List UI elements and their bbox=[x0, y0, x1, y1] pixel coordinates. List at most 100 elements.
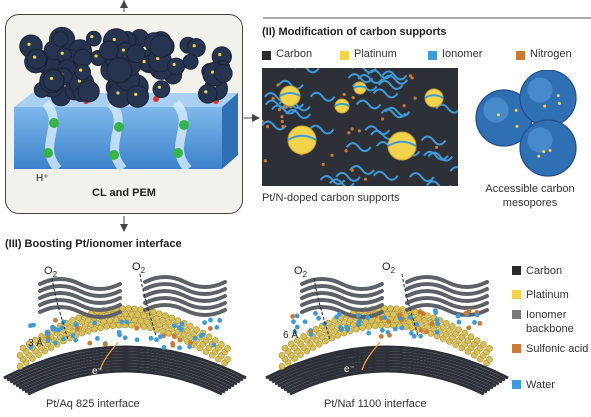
cl-carbon-sphere bbox=[52, 31, 69, 48]
right-water-or-sulfonic bbox=[409, 330, 414, 336]
left-pt-atom bbox=[162, 323, 169, 330]
left-water-or-sulfonic bbox=[92, 320, 97, 326]
left-pt-atom bbox=[218, 341, 225, 348]
left-water-or-sulfonic bbox=[61, 319, 67, 325]
right-water-or-sulfonic bbox=[337, 311, 342, 317]
left-pt-atom bbox=[193, 326, 200, 333]
section2-legend: Carbon Platinum Ionomer Nitrogen bbox=[262, 48, 591, 64]
nitrogen-dot bbox=[347, 131, 351, 135]
legend2-label-1: Platinum bbox=[354, 48, 397, 60]
right-ionomer-backbone-1 bbox=[405, 275, 489, 289]
left-carbon-layer bbox=[15, 357, 235, 388]
ionomer-strand bbox=[335, 171, 361, 182]
right-water-or-sulfonic bbox=[387, 332, 392, 338]
section3-caption-left: Pt/Aq 825 interface bbox=[46, 398, 140, 410]
left-pt-atom bbox=[168, 314, 176, 322]
right-pt-atom bbox=[353, 325, 360, 333]
right-water-or-sulfonic bbox=[366, 330, 372, 336]
cl-pt-dot bbox=[211, 70, 215, 74]
electron-label-left: e⁻ bbox=[92, 366, 103, 377]
left-pt-atom bbox=[16, 352, 24, 359]
cl-pt-dot bbox=[204, 90, 208, 94]
nitrogen-dot bbox=[262, 119, 264, 123]
left-water-or-sulfonic bbox=[177, 337, 183, 343]
right-pt-atom bbox=[393, 305, 400, 313]
ionomer-strand bbox=[355, 99, 382, 110]
legend3-swatch-0 bbox=[512, 266, 521, 275]
left-carbon-layer bbox=[9, 351, 241, 384]
right-water-or-sulfonic bbox=[397, 312, 403, 318]
legend2-label-3: Nitrogen bbox=[530, 48, 572, 60]
o2-label-right-b: O2 bbox=[382, 261, 396, 276]
right-water-or-sulfonic bbox=[292, 329, 298, 335]
left-water-or-sulfonic bbox=[55, 327, 61, 333]
right-water-or-sulfonic bbox=[382, 315, 388, 321]
cl-pt-dot bbox=[192, 44, 196, 48]
right-o2-path-0 bbox=[313, 277, 331, 341]
right-water-or-sulfonic bbox=[302, 319, 308, 325]
right-water-or-sulfonic bbox=[424, 329, 430, 335]
left-pt-atom bbox=[149, 319, 157, 327]
legend2-swatch-2 bbox=[428, 51, 437, 60]
cl-pt-dot bbox=[157, 85, 161, 89]
right-water-or-sulfonic bbox=[291, 319, 296, 325]
ionomer-strand bbox=[262, 120, 287, 131]
cl-pt-dot bbox=[90, 35, 94, 39]
interface-right-illustration bbox=[265, 273, 509, 396]
right-pt-atom bbox=[473, 337, 481, 344]
right-pt-atom bbox=[390, 310, 397, 318]
left-pt-atom bbox=[143, 318, 151, 325]
right-pt-atom bbox=[421, 316, 428, 324]
catalyst-layer-spheres bbox=[19, 26, 233, 108]
ionomer-strand bbox=[351, 68, 377, 74]
right-pt-atom bbox=[461, 329, 469, 337]
left-water-or-sulfonic bbox=[148, 335, 154, 341]
left-carbon-layer bbox=[6, 348, 244, 382]
right-water-or-sulfonic bbox=[313, 310, 318, 316]
left-pt-atom bbox=[137, 306, 145, 313]
left-pt-atom bbox=[156, 321, 163, 329]
right-pt-atom bbox=[415, 315, 422, 322]
legend2-swatch-1 bbox=[340, 51, 349, 60]
o2-label-left-b: O2 bbox=[132, 261, 146, 276]
legend2-label-0: Carbon bbox=[276, 48, 313, 60]
left-water-or-sulfonic bbox=[176, 325, 182, 331]
left-water-or-sulfonic bbox=[177, 345, 183, 351]
left-pt-atom bbox=[137, 317, 145, 324]
o2-label-left-a: O2 bbox=[44, 265, 58, 280]
distance-left: 3 Å bbox=[28, 338, 44, 349]
proton-label: H⁺ bbox=[36, 173, 49, 184]
pt-particle-4 bbox=[287, 125, 317, 155]
left-water-or-sulfonic bbox=[73, 322, 79, 328]
left-water-or-sulfonic bbox=[70, 333, 76, 339]
left-water-or-sulfonic bbox=[211, 342, 217, 348]
ionomer-strand bbox=[372, 88, 399, 99]
nitrogen-dot bbox=[344, 149, 348, 153]
nitrogen-dot bbox=[363, 177, 368, 181]
right-pt-atom bbox=[300, 333, 307, 340]
ionomer-strand bbox=[427, 151, 454, 162]
left-carbon-layer bbox=[27, 369, 223, 396]
left-pt-atom bbox=[103, 323, 111, 330]
interface-left-illustration bbox=[3, 273, 247, 396]
left-pt-atom bbox=[84, 327, 92, 335]
pt-particle-3 bbox=[424, 88, 444, 108]
cl-pt-dot bbox=[142, 59, 146, 64]
right-pt-atom bbox=[281, 344, 289, 352]
ionomer-strand bbox=[426, 180, 452, 186]
left-pt-atom bbox=[38, 333, 45, 340]
right-pt-atom bbox=[486, 345, 493, 352]
legend2-label-2: Ionomer bbox=[442, 48, 483, 60]
left-water-or-sulfonic bbox=[134, 337, 140, 343]
left-o2-path-1 bbox=[139, 273, 157, 337]
section2-caption-right-2: mesopores bbox=[502, 197, 558, 209]
left-water-or-sulfonic bbox=[45, 338, 51, 343]
left-pt-atom bbox=[16, 363, 24, 370]
right-water-or-sulfonic bbox=[356, 313, 361, 318]
right-water-or-sulfonic bbox=[290, 313, 296, 319]
cl-carbon-sphere bbox=[182, 53, 199, 70]
cl-pt-dot bbox=[94, 54, 98, 58]
cl-carbon-sphere bbox=[126, 44, 146, 64]
left-carbon-layer bbox=[12, 354, 238, 386]
